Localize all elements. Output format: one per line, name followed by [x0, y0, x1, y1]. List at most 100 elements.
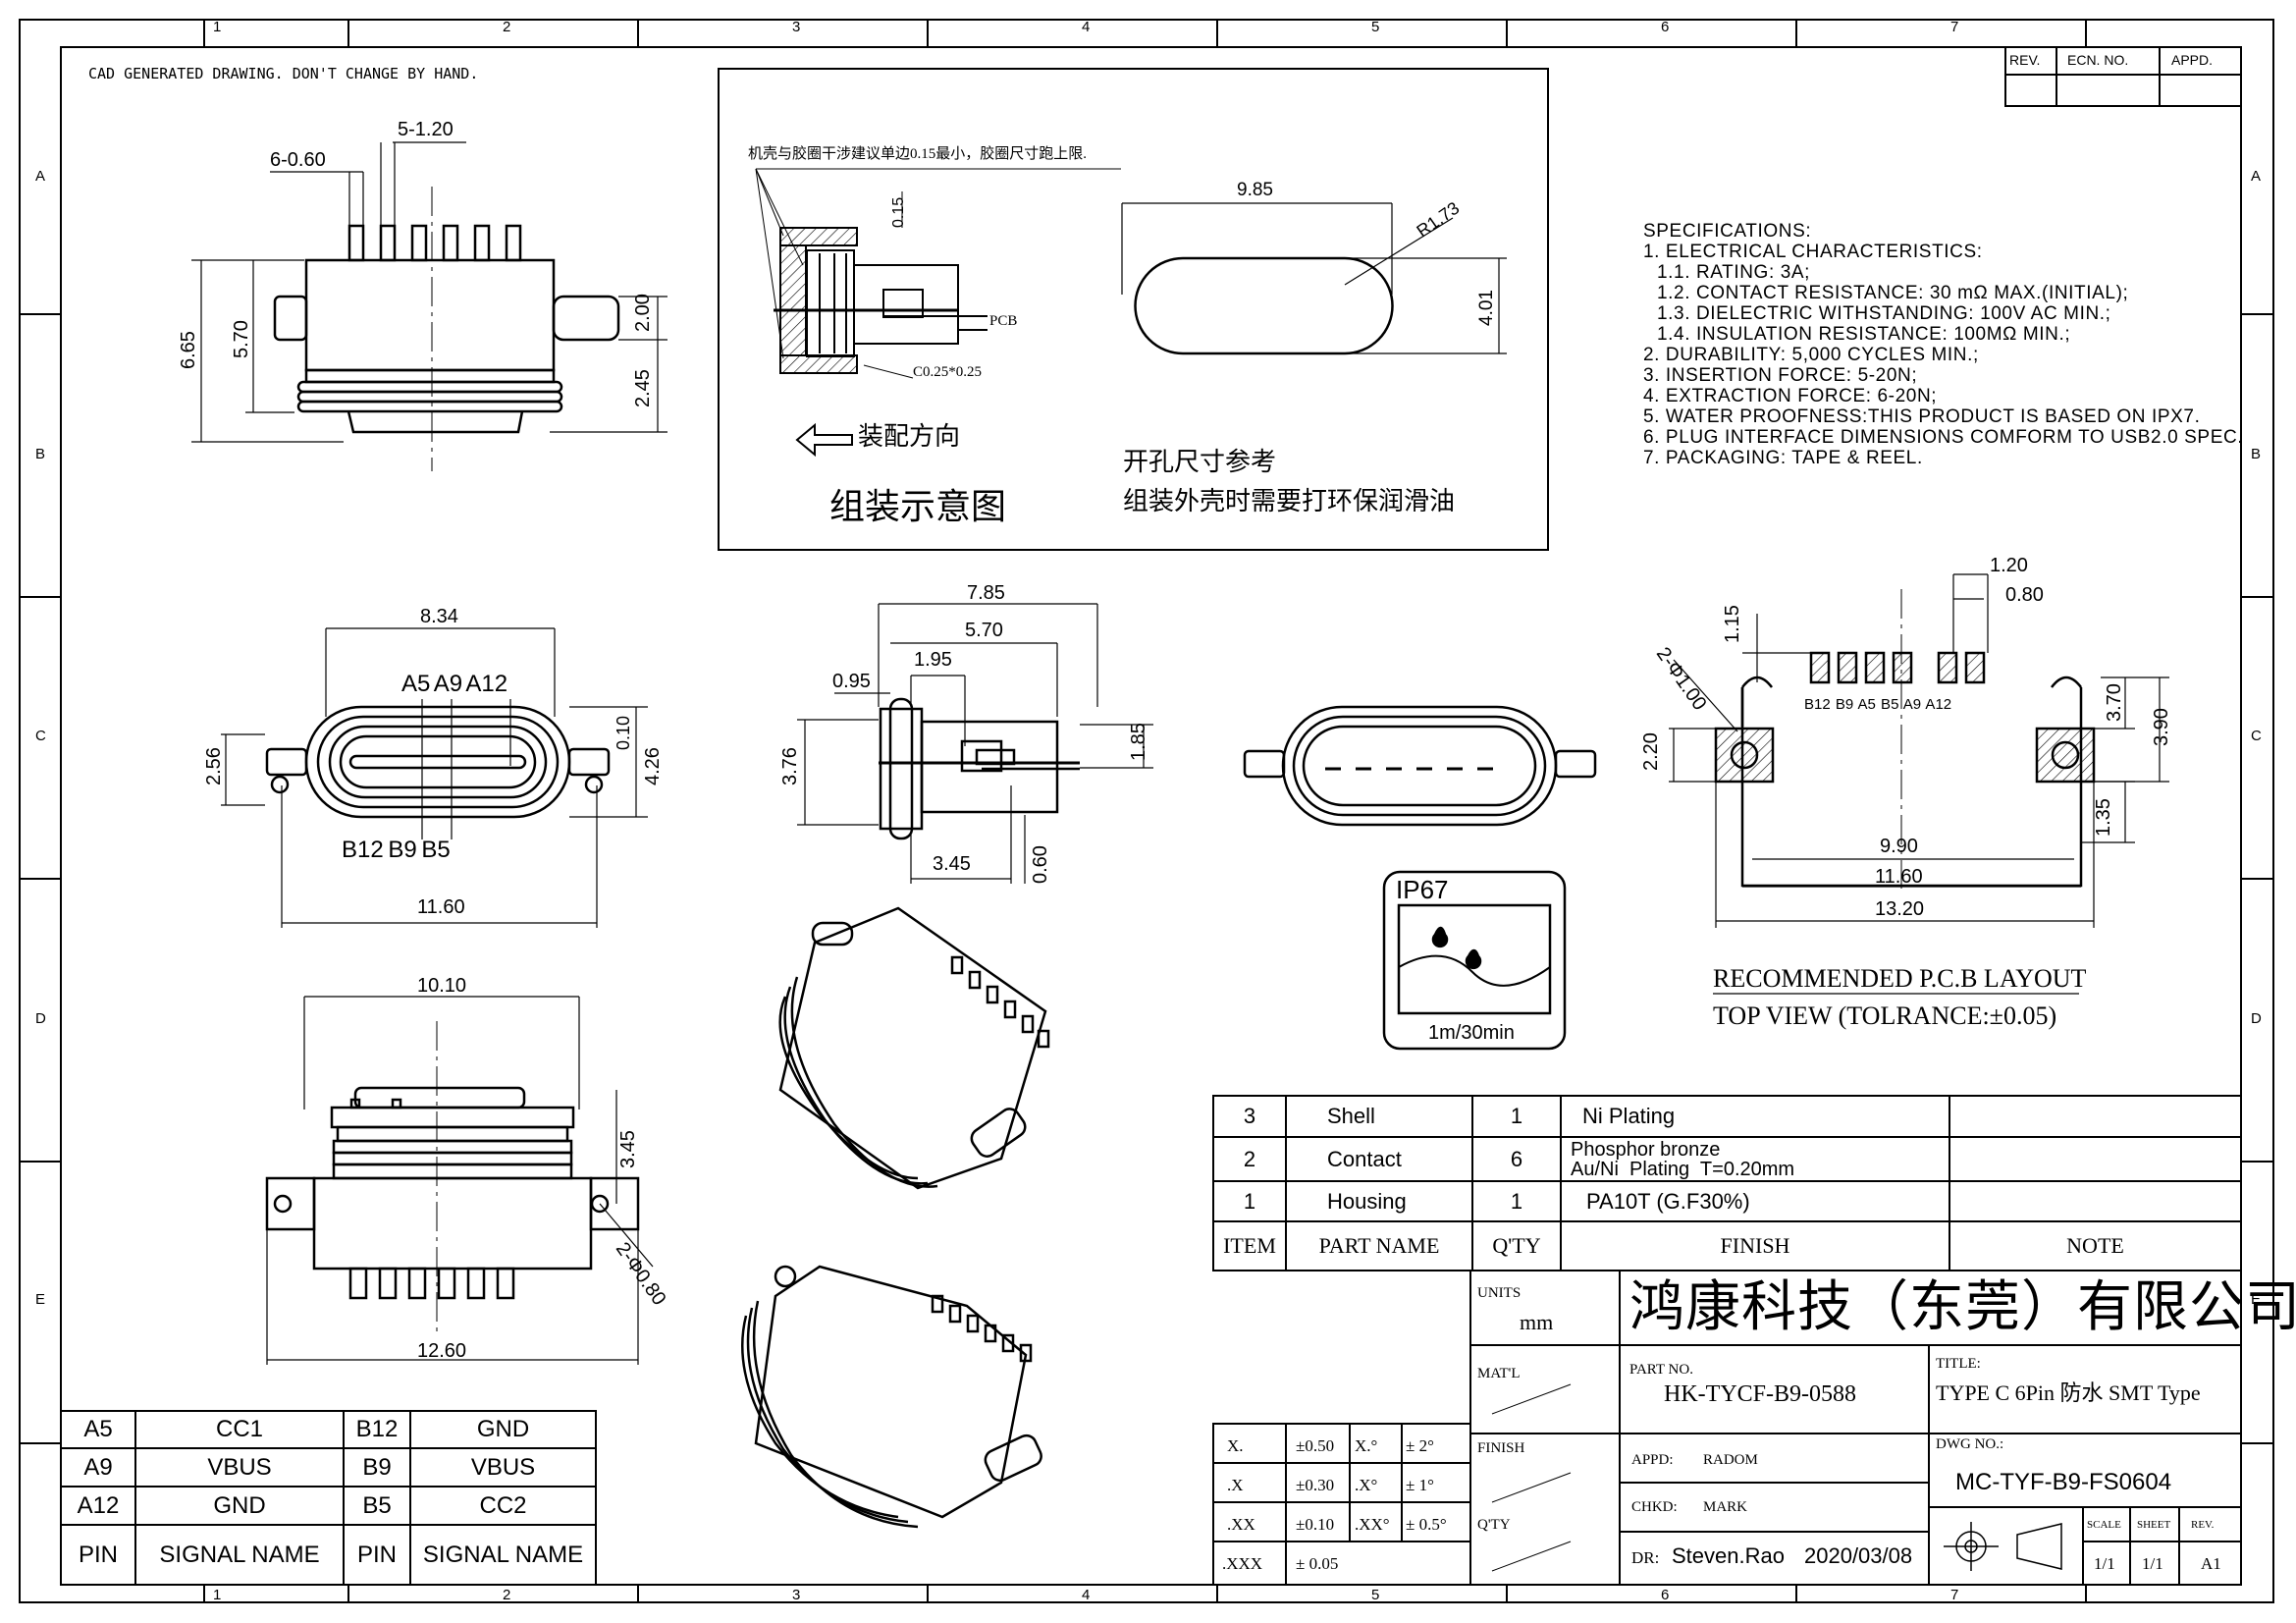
tol-angle-value: ± 2°	[1406, 1436, 1434, 1455]
zone-col-6-bottom: 6	[1661, 1587, 1670, 1603]
chamfer-label: C0.25*0.25	[913, 364, 983, 380]
dim-834: 8.34	[420, 606, 458, 627]
iso-pins-top	[950, 955, 1050, 1049]
inner-frame	[60, 46, 2242, 1586]
section-view	[879, 697, 1080, 840]
ip67-badge	[1382, 870, 1567, 1051]
signal-cc2: CC2	[479, 1491, 527, 1519]
assembly-leaders	[755, 168, 1121, 359]
bom-finish-2: Phosphor bronze Au/Ni Plating T=0.20mm	[1571, 1138, 1795, 1180]
dim-115-pcb: 1.15	[1722, 605, 1743, 643]
dr-label: DR:	[1631, 1548, 1660, 1567]
specifications: SPECIFICATIONS: 1. ELECTRICAL CHARACTERI…	[1643, 221, 2243, 468]
dim-345-sec: 3.45	[933, 853, 971, 875]
direction-arrow	[795, 422, 853, 458]
spec-line: 3. INSERTION FORCE: 5-20N;	[1643, 365, 1918, 386]
bom-name-housing: Housing	[1327, 1188, 1407, 1214]
zone-row-c: C	[35, 728, 46, 744]
pin-b12: B12	[355, 1416, 399, 1442]
tol-label: .XX	[1227, 1515, 1255, 1534]
zone-row-a: A	[35, 168, 46, 185]
chkd-value: MARK	[1703, 1499, 1748, 1515]
top-view	[265, 1021, 640, 1335]
tol-angle-label: .X°	[1355, 1476, 1378, 1494]
spec-line: 1.1. RATING: 3A;	[1657, 262, 1811, 283]
bom-finish-1: PA10T (G.F30%)	[1586, 1188, 1750, 1214]
zone-col-1-bottom: 1	[213, 1587, 222, 1603]
dim-256: 2.56	[203, 747, 225, 785]
tol-label: X.	[1227, 1436, 1244, 1455]
pcb-pin-labels: B12 B9 A5 B5 A9 A12	[1804, 696, 1952, 713]
dim-120-pcb: 1.20	[1990, 555, 2028, 576]
tol-value: ±0.50	[1296, 1436, 1335, 1455]
side-view-dims	[191, 141, 667, 443]
pin-a5: A5	[83, 1416, 113, 1442]
rev-label: REV.	[2191, 1519, 2215, 1531]
dim-570-sec: 5.70	[965, 620, 1003, 641]
chkd-label: CHKD:	[1631, 1499, 1678, 1515]
top-pin-labels: A5 A9 A12	[401, 671, 508, 697]
iso-view-top	[778, 906, 1050, 1190]
front-view-pins	[1243, 705, 1597, 827]
dim-010: 0.10	[614, 715, 633, 750]
spec-line: 1. ELECTRICAL CHARACTERISTICS:	[1643, 242, 1983, 262]
sheet-value: 1/1	[2142, 1554, 2163, 1573]
spec-heading: SPECIFICATIONS:	[1643, 221, 1812, 242]
zone-ticks	[20, 20, 2273, 1602]
spec-line: 1.2. CONTACT RESISTANCE: 30 mΩ MAX.(INIT…	[1657, 283, 2129, 303]
tol-value: ±0.10	[1296, 1515, 1335, 1534]
dim-370-pcb: 3.70	[2104, 683, 2125, 722]
dim-665: 6.65	[178, 331, 199, 369]
spec-line: 6. PLUG INTERFACE DIMENSIONS COMFORM TO …	[1643, 427, 2244, 448]
zone-col-1: 1	[213, 19, 222, 35]
signal-vbus-b9: VBUS	[470, 1453, 536, 1481]
projection-symbol	[1944, 1522, 2062, 1571]
oil-note: 组装外壳时需要打环保润滑油	[1123, 487, 1456, 515]
dim-1010: 10.10	[417, 975, 467, 997]
title-value: TYPE C 6Pin 防水 SMT Type	[1936, 1380, 2201, 1405]
part-no-value: HK-TYCF-B9-0588	[1664, 1381, 1856, 1407]
assembly-box	[718, 68, 1549, 551]
zone-col-6: 6	[1661, 19, 1670, 35]
bom-header-name: PART NAME	[1318, 1233, 1440, 1258]
pin-b9: B9	[362, 1453, 392, 1481]
spec-line: 2. DURABILITY: 5,000 CYCLES MIN.;	[1643, 345, 1979, 365]
dim-401: 4.01	[1476, 290, 1497, 326]
bom-header-qty: Q'TY	[1492, 1233, 1541, 1258]
appd-label: APPD:	[1631, 1452, 1674, 1468]
dim-1260: 12.60	[417, 1340, 467, 1362]
finish-label: FINISH	[1477, 1440, 1525, 1456]
ip-depth: 1m/30min	[1428, 1022, 1515, 1044]
dim-1160-front: 11.60	[417, 896, 465, 918]
dim-1320-pcb: 13.20	[1875, 898, 1925, 920]
dim-985: 9.85	[1237, 180, 1273, 200]
top-view-pins	[348, 1267, 515, 1300]
tol-angle-value: ± 0.5°	[1406, 1515, 1447, 1534]
dim-220-pcb: 2.20	[1640, 732, 1662, 771]
zone-col-5: 5	[1371, 19, 1380, 35]
cad-note: CAD GENERATED DRAWING. DON'T CHANGE BY H…	[88, 65, 479, 82]
bom-item-1: 1	[1243, 1188, 1256, 1214]
bom-item-2: 2	[1243, 1146, 1256, 1171]
ip-rating: IP67	[1396, 875, 1449, 904]
qty-label: Q'TY	[1477, 1517, 1511, 1533]
pcb-pads	[1809, 651, 1986, 684]
dim-5-120: 5-1.20	[398, 119, 454, 140]
dim-345-top: 3.45	[617, 1130, 639, 1168]
pin-header-1: PIN	[78, 1541, 118, 1568]
bom-name-contact: Contact	[1327, 1146, 1402, 1171]
pin-a12: A12	[77, 1491, 120, 1519]
side-view	[273, 187, 620, 471]
sheet-label: SHEET	[2137, 1519, 2171, 1531]
front-view-dims	[221, 627, 648, 928]
zone-row-d: D	[35, 1010, 46, 1027]
zone-col-2: 2	[503, 19, 511, 35]
dim-6-060: 6-0.60	[270, 149, 326, 171]
zone-row-d-right: D	[2251, 1010, 2262, 1027]
dim-1160-pcb: 11.60	[1875, 866, 1923, 888]
spec-line: 1.3. DIELECTRIC WITHSTANDING: 100V AC MI…	[1657, 303, 2111, 324]
bom-qty-1: 1	[1510, 1188, 1523, 1214]
signal-gnd-a12: GND	[213, 1491, 266, 1519]
tol-value: ±0.30	[1296, 1476, 1335, 1494]
